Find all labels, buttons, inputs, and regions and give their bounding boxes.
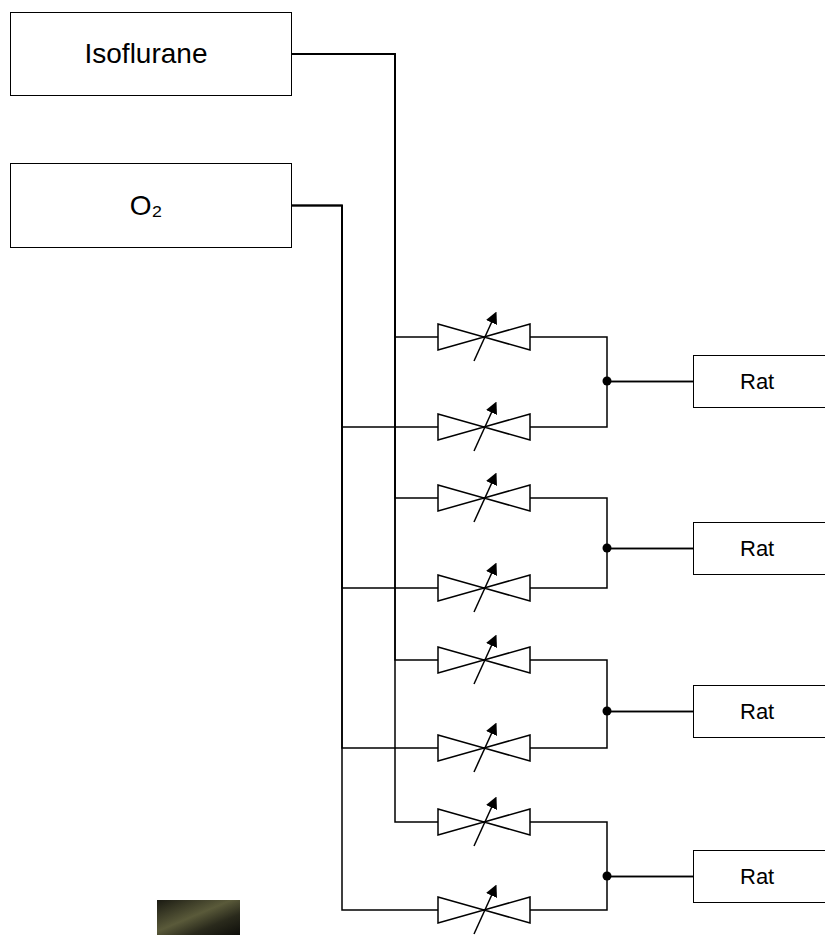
junction-dot	[603, 707, 612, 716]
rat-box: Rat	[693, 850, 825, 903]
valve-symbol	[438, 478, 530, 522]
valve-symbol	[438, 568, 530, 612]
valve-symbol	[438, 317, 530, 361]
valve-symbol	[438, 728, 530, 772]
gas-line	[292, 54, 693, 382]
gas-line	[292, 206, 693, 428]
gas-source-box: Isoflurane	[10, 12, 292, 96]
node-label: Rat	[740, 536, 774, 562]
gas-line	[292, 54, 693, 712]
gas-line	[292, 54, 693, 549]
photo-fragment	[157, 900, 240, 935]
valve-symbol	[438, 890, 530, 934]
node-label: O₂	[130, 190, 163, 222]
valve-symbol	[438, 407, 530, 451]
node-label: Isoflurane	[85, 38, 208, 70]
node-label: Rat	[740, 864, 774, 890]
valve-symbol	[438, 640, 530, 684]
gas-line	[292, 206, 693, 749]
gas-line	[292, 54, 693, 877]
junction-dot	[603, 544, 612, 553]
gas-source-box: O₂	[10, 163, 292, 248]
gas-line	[292, 206, 693, 911]
junction-dot	[603, 872, 612, 881]
rat-box: Rat	[693, 685, 825, 738]
rat-box: Rat	[693, 522, 825, 575]
node-label: Rat	[740, 699, 774, 725]
valve-symbol	[438, 802, 530, 846]
node-label: Rat	[740, 369, 774, 395]
rat-box: Rat	[693, 355, 825, 408]
junction-dot	[603, 377, 612, 386]
gas-line	[292, 206, 693, 589]
